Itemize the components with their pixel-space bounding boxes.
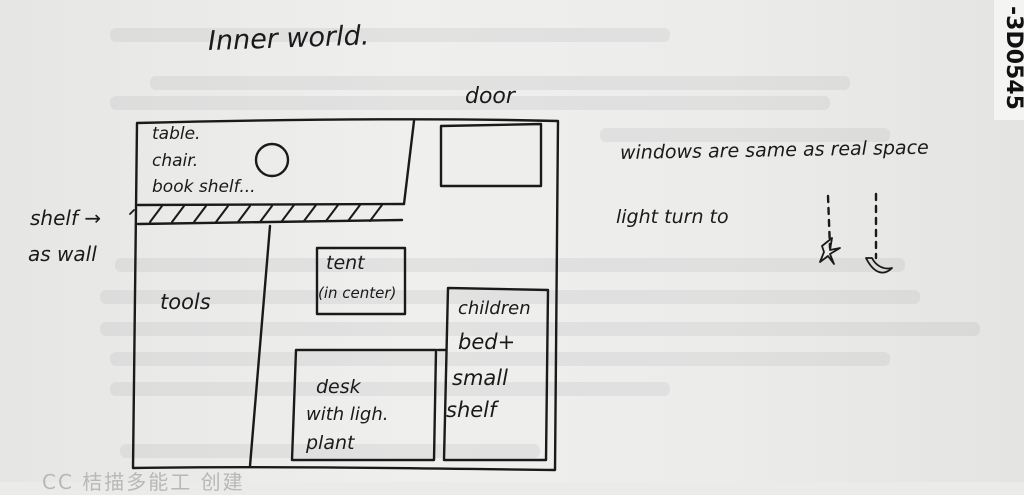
label-bookshelf: book shelf... — [152, 177, 256, 197]
children-box — [442, 286, 550, 462]
shelf-wall-top — [136, 202, 406, 207]
floor-plan-sketch — [129, 118, 893, 472]
label-in-center: (in center) — [318, 284, 397, 302]
room-outline — [131, 118, 560, 472]
arrow-tick — [129, 209, 135, 215]
label-chair: chair. — [152, 151, 199, 171]
label-with-light: with ligh. — [306, 404, 389, 425]
label-bed: bed+ — [458, 330, 516, 354]
label-door: door — [465, 84, 515, 109]
door-shape — [439, 122, 543, 188]
label-shelf-small: shelf — [446, 398, 497, 422]
label-shelf: shelf → — [30, 206, 102, 230]
label-children: children — [458, 298, 531, 319]
bleed-line — [110, 96, 830, 110]
edge-stamp-text: -3D0545 — [1001, 6, 1024, 110]
watermark-text: CC 桔描多能工 创建 — [42, 470, 245, 494]
shelf-hatching — [149, 204, 383, 223]
bleed-line — [110, 28, 670, 42]
label-tent: tent — [326, 252, 365, 274]
label-small: small — [452, 366, 508, 390]
crescent-mark — [865, 257, 893, 274]
bleed-line — [600, 128, 890, 142]
bleed-line — [110, 382, 670, 396]
label-as-wall: as wall — [28, 242, 97, 266]
bleed-line — [115, 258, 905, 272]
tent-box — [315, 246, 407, 316]
paper-background — [0, 0, 1024, 482]
table-circle — [254, 142, 290, 178]
bleed-line — [150, 76, 850, 90]
light-dash-1 — [826, 194, 832, 250]
shelf-wall-bottom — [136, 218, 404, 226]
edge-stamp-area: -3D0545 — [994, 0, 1024, 120]
desk-box — [290, 348, 438, 462]
bleed-line — [110, 352, 890, 366]
bleed-line — [100, 290, 920, 304]
bleed-line — [100, 322, 980, 336]
sketch-title: Inner world. — [207, 20, 370, 57]
label-tools: tools — [160, 290, 211, 314]
note-light: light turn to — [616, 206, 729, 228]
top-left-divider — [402, 119, 416, 206]
label-plant: plant — [306, 432, 355, 454]
label-table: table. — [152, 124, 201, 144]
star-mark — [819, 237, 841, 265]
label-desk: desk — [316, 376, 361, 398]
tools-divider — [248, 224, 272, 468]
